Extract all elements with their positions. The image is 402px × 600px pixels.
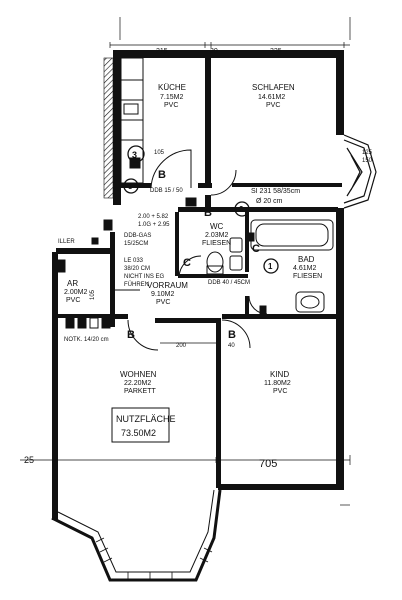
note-iller: ILLER — [58, 239, 75, 245]
note-ddb-kueche: DDB 15 / 50 — [150, 188, 183, 194]
room-area-wc: 2.03M2 — [205, 232, 228, 239]
room-name-ar: AR — [67, 279, 78, 288]
kitchen-counter — [120, 57, 144, 184]
note-door-height-2: 1.0G + 2.95 — [138, 222, 170, 228]
section-marker-c1: C — [183, 257, 191, 269]
note-notk: NOTK. 14/20 cm — [64, 337, 109, 343]
dim-door-200: 200 — [176, 343, 187, 349]
note-si: SI 231 58/35cm — [251, 188, 300, 195]
room-floor-vorraum: PVC — [156, 299, 170, 306]
interior-walls — [56, 50, 342, 488]
room-name-schlafen: SCHLAFEN — [252, 83, 295, 92]
bath-fixtures — [250, 219, 334, 313]
room-area-wohnen: 22.20M2 — [124, 380, 151, 387]
note-diameter: Ø 20 cm — [256, 198, 283, 205]
dim-right-150: 150 — [362, 158, 373, 164]
room-name-vorraum: VORRAUM — [147, 281, 188, 290]
room-area-vorraum: 9.10M2 — [151, 291, 174, 298]
dim-right-125: 125 — [362, 150, 373, 156]
wc-fixtures — [206, 237, 243, 275]
note-ddb-gas: DDB-GAS — [124, 233, 151, 239]
room-floor-kind: PVC — [273, 388, 287, 395]
section-marker-b3: B — [127, 329, 135, 341]
dim-top-215: 215 — [156, 48, 168, 55]
room-area-bad: 4.61M2 — [293, 265, 316, 272]
section-marker-c2: C — [252, 243, 260, 255]
section-marker-b1: B — [158, 169, 166, 181]
insulation-hatch — [103, 57, 114, 199]
bay-window-glazing — [95, 537, 213, 580]
room-area-kueche: 7.15M2 — [160, 94, 183, 101]
bay-window-bottom — [51, 489, 222, 582]
marker-1: 1 — [268, 262, 273, 271]
room-name-kueche: KÜCHE — [158, 83, 186, 92]
note-ddb-wc: DDB 40 / 45CM — [208, 280, 250, 286]
dim-top-325: 325 — [270, 48, 282, 55]
section-marker-b4: B — [228, 329, 236, 341]
note-le: LE 033 — [124, 258, 144, 264]
marker-5: 5 — [128, 182, 133, 191]
room-floor-bad: FLIESEN — [293, 273, 322, 280]
nutzflaeche-value: 73.50M2 — [121, 428, 156, 438]
room-area-ar: 2.00M2 — [64, 289, 87, 296]
room-floor-schlafen: PVC — [266, 102, 280, 109]
bay-window-right — [343, 134, 377, 209]
note-ddb-gas-size: 15/25CM — [124, 241, 148, 247]
nutzflaeche-box — [111, 407, 170, 443]
room-name-bad: BAD — [298, 255, 315, 264]
note-eg-line1: NICHT INS EG — [124, 274, 165, 280]
dim-bottom-705: 705 — [259, 458, 277, 470]
room-name-kind: KIND — [270, 370, 289, 379]
dim-left-25: 25 — [24, 455, 34, 465]
marker-2: 2 — [239, 205, 244, 214]
room-area-kind: 11.80M2 — [264, 380, 291, 387]
exterior-walls — [52, 50, 344, 520]
chimney-blocks — [54, 157, 267, 329]
dimension-lines — [20, 17, 351, 506]
room-floor-wohnen: PARKETT — [124, 388, 156, 395]
room-floor-ar: PVC — [66, 297, 80, 304]
note-door-height-1: 2.00 + 5.82 — [138, 214, 169, 220]
dim-top-30: 30 — [210, 48, 218, 55]
room-area-schlafen: 14.61M2 — [258, 94, 285, 101]
note-eg-line2: FÜHREN — [124, 281, 149, 288]
marker-circles — [123, 145, 279, 274]
note-le-size: 38/20 CM — [124, 266, 150, 272]
marker-3: 3 — [132, 150, 137, 160]
room-name-wc: WC — [210, 222, 224, 231]
section-marker-b2: B — [204, 207, 212, 219]
dim-kueche-105: 105 — [154, 150, 165, 156]
dim-ar-105: 105 — [90, 289, 96, 300]
room-name-wohnen: WOHNEN — [120, 370, 157, 379]
room-floor-wc: FLIESEN — [202, 240, 231, 247]
nutzflaeche-label: NUTZFLÄCHE — [116, 414, 176, 424]
dim-door-40: 40 — [228, 343, 235, 349]
room-floor-kueche: PVC — [164, 102, 178, 109]
